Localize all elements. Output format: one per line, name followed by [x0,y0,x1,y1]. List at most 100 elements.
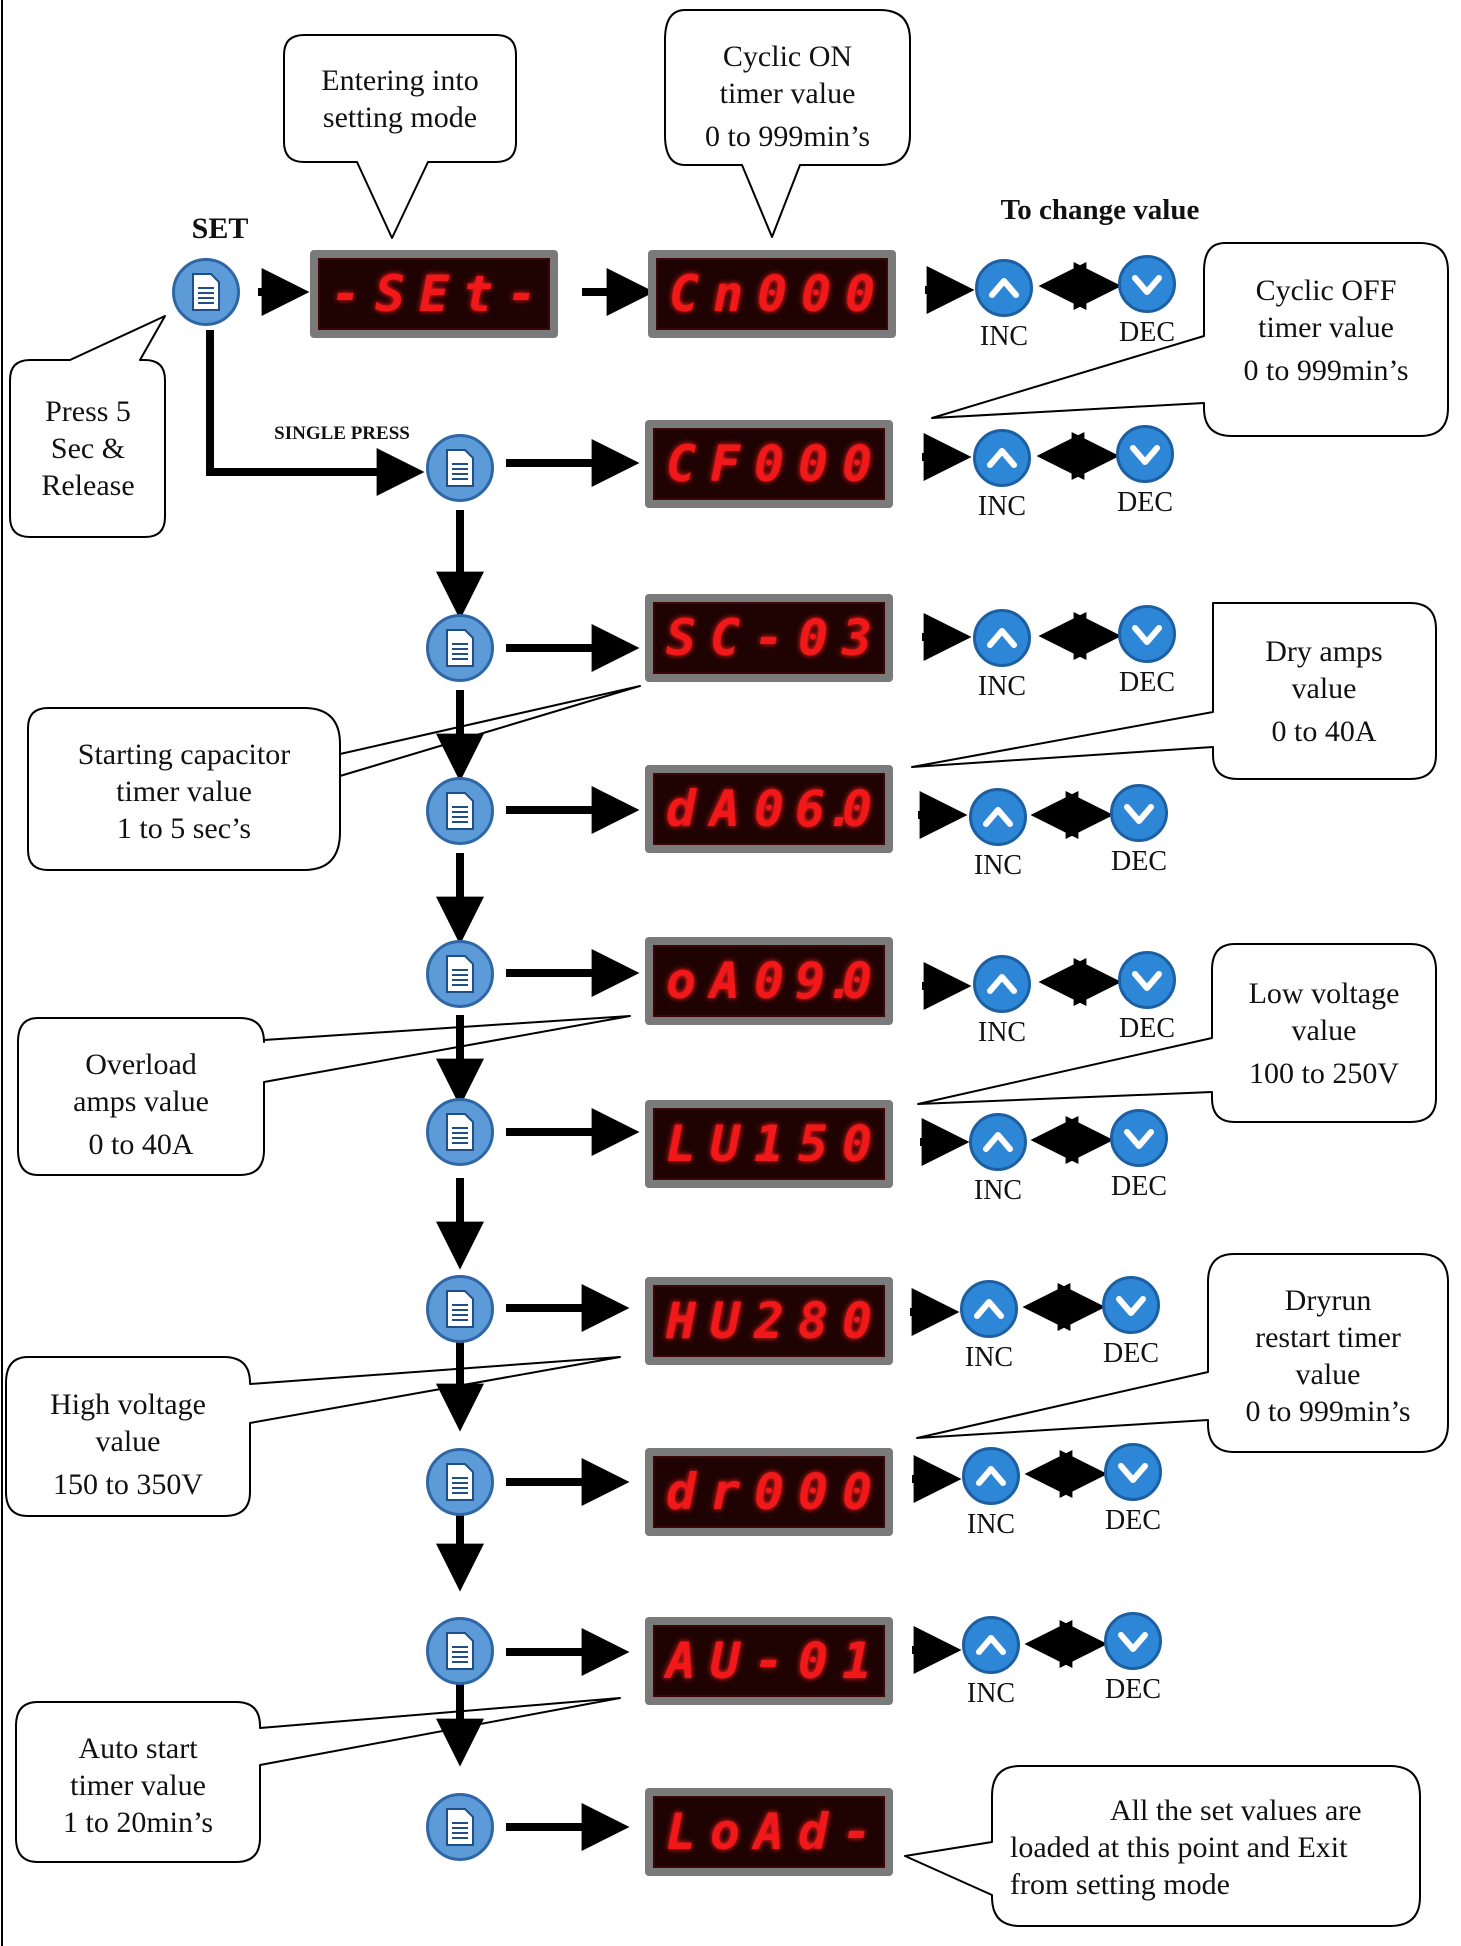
display-digit: - [753,609,785,667]
display-digit: d [665,780,697,838]
callout-press5 [9,315,166,538]
dec-button[interactable] [1118,951,1176,1009]
display-digit: 0 [797,1463,829,1521]
dec-button[interactable] [1102,1276,1160,1334]
callout-setting-mode [283,34,517,239]
next-press-button[interactable] [426,434,494,502]
inc-label: INC [964,1342,1014,1373]
change-value-heading: To change value [1000,194,1200,226]
document-icon [446,1808,474,1846]
display-digit: E [418,265,450,323]
display-digit: U [709,1292,741,1350]
inc-button[interactable] [969,788,1027,846]
inc-label: INC [977,1017,1027,1048]
callout-dryrun [916,1253,1449,1453]
dec-button[interactable] [1104,1612,1162,1670]
inc-button[interactable] [973,955,1031,1013]
chevron-down-icon [1116,1296,1146,1316]
document-icon [446,955,474,993]
chevron-down-icon [1130,445,1160,465]
inc-button[interactable] [975,259,1033,317]
inc-button[interactable] [973,429,1031,487]
inc-button[interactable] [962,1616,1020,1674]
inc-button[interactable] [969,1113,1027,1171]
display-digit: - [753,1632,785,1690]
display-digit: 9. [795,952,856,1010]
inc-button[interactable] [962,1447,1020,1505]
next-press-button[interactable] [426,1793,494,1861]
next-press-button[interactable] [426,1098,494,1166]
chevron-down-icon [1132,275,1162,295]
chevron-down-icon [1124,804,1154,824]
display-digit: 0 [753,435,785,493]
inc-label: INC [973,850,1023,881]
display-digit: 0 [753,780,785,838]
next-press-button[interactable] [426,1448,494,1516]
dec-label: DEC [1119,667,1175,698]
next-press-button[interactable] [426,1275,494,1343]
inc-button[interactable] [973,609,1031,667]
display-digit: 8 [797,1292,829,1350]
next-press-button[interactable] [426,614,494,682]
display-digit: A [665,1632,697,1690]
display-digit: L [665,1803,697,1861]
display-digit: 0 [756,265,788,323]
dec-label: DEC [1105,1505,1161,1536]
chevron-up-icon [983,1132,1013,1152]
callout-cyclic-off [931,242,1449,437]
display-digit: C [668,265,700,323]
dec-button[interactable] [1110,1109,1168,1167]
display-digit: 0 [797,609,829,667]
document-icon [446,792,474,830]
chevron-down-icon [1118,1463,1148,1483]
set-label: SET [191,212,249,245]
set-button[interactable] [172,258,240,326]
dec-button[interactable] [1118,255,1176,313]
chevron-up-icon [989,278,1019,298]
document-icon [192,273,220,311]
display-digit: 0 [797,1632,829,1690]
dec-button[interactable] [1104,1443,1162,1501]
next-press-button[interactable] [426,940,494,1008]
display-digit: 0 [841,1463,873,1521]
inc-label: INC [973,1175,1023,1206]
display-digit: 0 [841,435,873,493]
dec-button[interactable] [1118,605,1176,663]
dec-label: DEC [1117,487,1173,518]
next-press-button[interactable] [426,777,494,845]
callout-starting-cap [27,685,641,871]
callout-dry-amps [911,602,1437,780]
inc-button[interactable] [960,1280,1018,1338]
dec-button[interactable] [1110,784,1168,842]
display-digit: 0 [841,780,873,838]
dec-button[interactable] [1116,425,1174,483]
display-digit: C [709,609,741,667]
callout-auto-start [15,1697,621,1863]
display-digit: 0 [800,265,832,323]
chevron-up-icon [974,1299,1004,1319]
dec-label: DEC [1105,1674,1161,1705]
display-digit: 0 [841,952,873,1010]
display-digit: o [709,1803,741,1861]
next-press-button[interactable] [426,1617,494,1685]
